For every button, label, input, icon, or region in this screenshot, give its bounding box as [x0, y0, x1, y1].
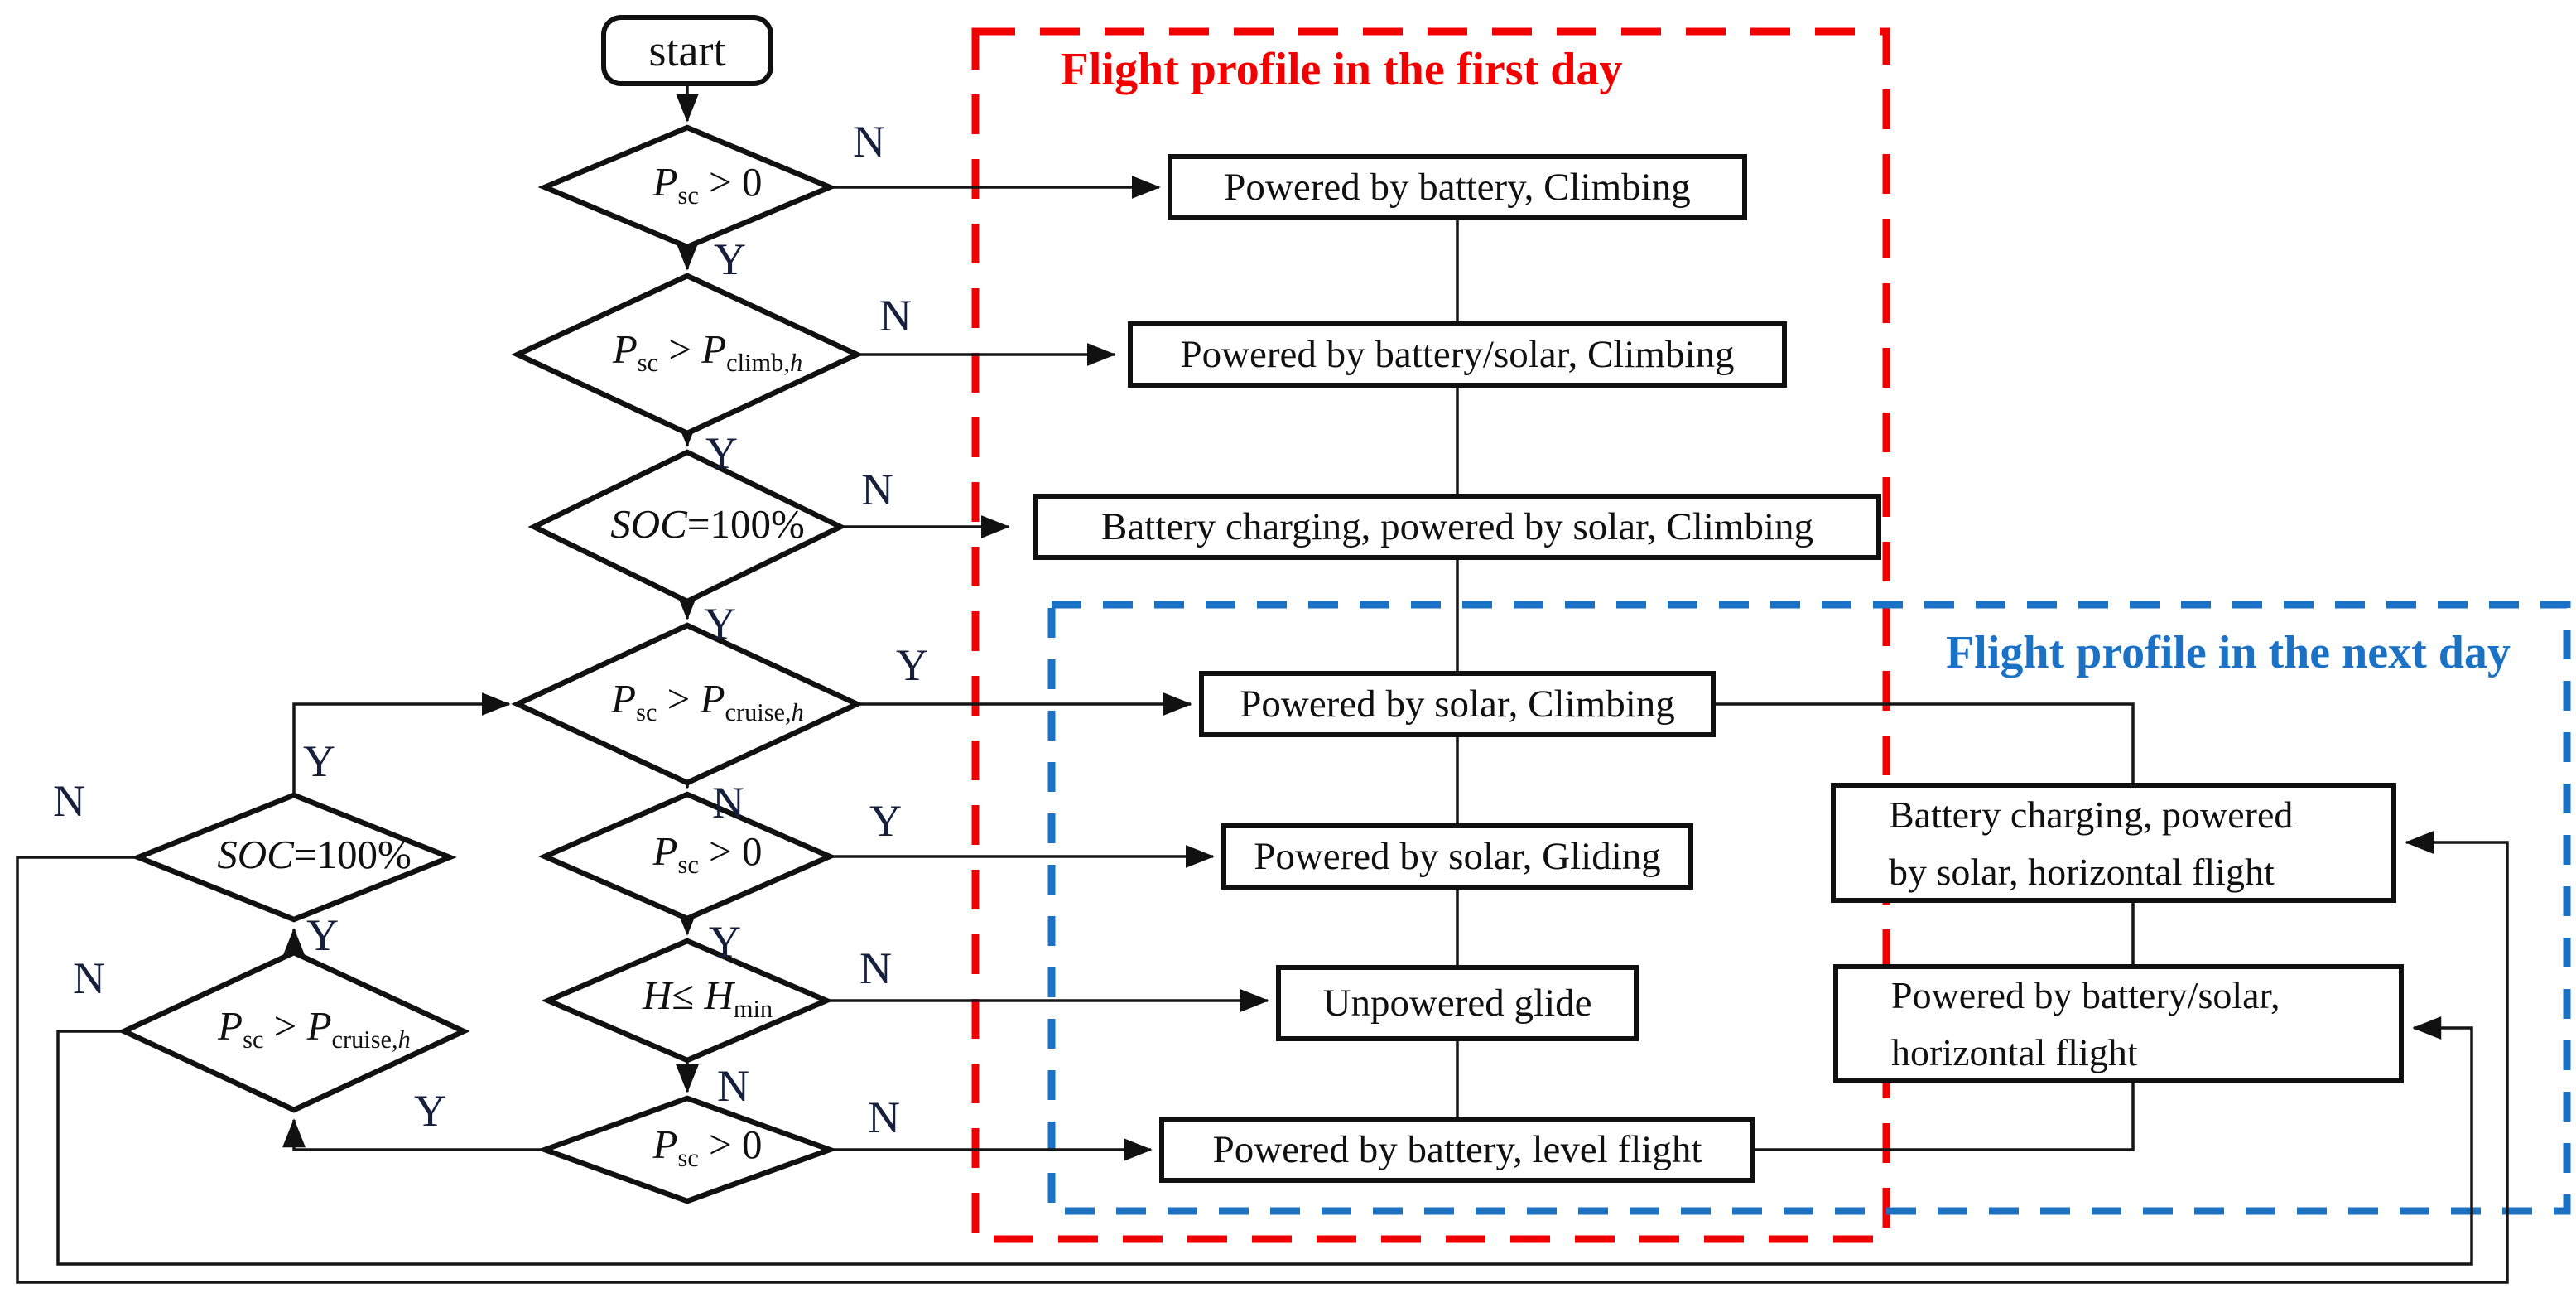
decision-label-soc-100-main: SOC=100% [610, 501, 805, 548]
edge-label-d2-no: N [879, 291, 912, 340]
edge-label-d4-no: N [712, 778, 744, 827]
decision-psc-gt-pclimb [511, 273, 864, 437]
process-solar-gliding: Powered by solar, Gliding [1221, 823, 1693, 890]
decision-label-soc-100-left: SOC=100% [217, 832, 412, 878]
process-line: horizontal flight [1891, 1031, 2138, 1073]
connector-lines [16, 86, 2509, 1284]
decision-h-le-hmin [541, 938, 834, 1064]
decision-label-psc-gt-pclimb: Psc > Pclimb,h [612, 326, 803, 377]
process-battery-climbing: Powered by battery, Climbing [1168, 154, 1747, 220]
edge-lcruise-n-to-r2 [56, 1016, 2473, 1266]
edge-lsoc-y-to-d4 [292, 692, 511, 795]
edge-label-d1-no: N [853, 117, 885, 166]
edge-b4-to-r1 [1716, 702, 2135, 783]
edge-label-lcruise-no: N [73, 953, 105, 1003]
edge-label-d4-yes: Y [896, 640, 928, 690]
edge-label-d5-yes-down: Y [709, 917, 741, 967]
decision-soc-100-main [527, 449, 847, 605]
decision-psc-gt-pcruise-main [511, 622, 864, 786]
process-battery-solar-climbing: Powered by battery/solar, Climbing [1128, 321, 1787, 388]
edge-label-lsoc-yes: Y [303, 736, 335, 786]
start-node: start [601, 15, 773, 86]
process-solar-climbing: Powered by solar, Climbing [1199, 671, 1716, 737]
decision-label-psc-gt-pcruise-main: Psc > Pcruise,h [611, 676, 804, 726]
decision-soc-100-left [131, 792, 457, 923]
process-line: Battery charging, powered [1889, 793, 2294, 836]
process-charging-solar-horizontal: Battery charging, powered by solar, hori… [1831, 783, 2396, 903]
decision-label-psc-gt-0-1: Psc > 0 [652, 159, 763, 210]
process-line: Powered by battery/solar, [1891, 974, 2280, 1016]
process-line: by solar, horizontal flight [1889, 850, 2275, 893]
edge-label-d3-yes: Y [704, 599, 736, 649]
process-charging-solar-climbing: Battery charging, powered by solar, Clim… [1033, 494, 1881, 560]
first-day-frame [971, 27, 1890, 1243]
process-battery-solar-horizontal: Powered by battery/solar, horizontal fli… [1833, 964, 2404, 1083]
edge-lsoc-n-to-r1 [16, 831, 2509, 1284]
edge-r2-to-b7 [1755, 1083, 2135, 1151]
first-day-title: Flight profile in the first day [1060, 44, 1623, 95]
edge-label-d6-no-down: N [717, 1061, 749, 1111]
edge-label-lcruise-yes: Y [306, 910, 339, 960]
edge-label-d6-no: N [859, 943, 892, 993]
decision-label-psc-gt-0-2: Psc > 0 [652, 828, 763, 879]
edge-label-lsoc-no: N [53, 776, 85, 826]
edge-d7-y-to-lcruise [282, 1118, 545, 1151]
decision-psc-gt-0-1 [537, 124, 837, 250]
decision-psc-gt-0-2 [537, 791, 837, 922]
next-day-frame [1047, 601, 2571, 1215]
edge-label-d7-yes: Y [414, 1086, 446, 1136]
edge-label-d1-yes: Y [714, 234, 746, 284]
decision-diamonds [118, 124, 864, 1204]
decision-label-psc-gt-0-3: Psc > 0 [652, 1122, 763, 1172]
decision-label-h-le-hmin: H≤ Hmin [642, 972, 773, 1023]
edge-label-d3-no: N [861, 465, 893, 514]
next-day-title: Flight profile in the next day [1946, 627, 2511, 678]
decision-psc-gt-0-3 [537, 1095, 838, 1204]
edge-label-d5-yes: Y [869, 796, 902, 846]
process-battery-level-flight: Powered by battery, level flight [1159, 1117, 1755, 1183]
decision-label-psc-gt-pcruise-left: Psc > Pcruise,h [218, 1003, 411, 1054]
decision-psc-gt-pcruise-left [118, 949, 470, 1113]
edge-label-d2-yes: Y [705, 428, 738, 478]
edge-label-d7-no: N [868, 1093, 900, 1142]
process-unpowered-glide: Unpowered glide [1276, 965, 1639, 1041]
